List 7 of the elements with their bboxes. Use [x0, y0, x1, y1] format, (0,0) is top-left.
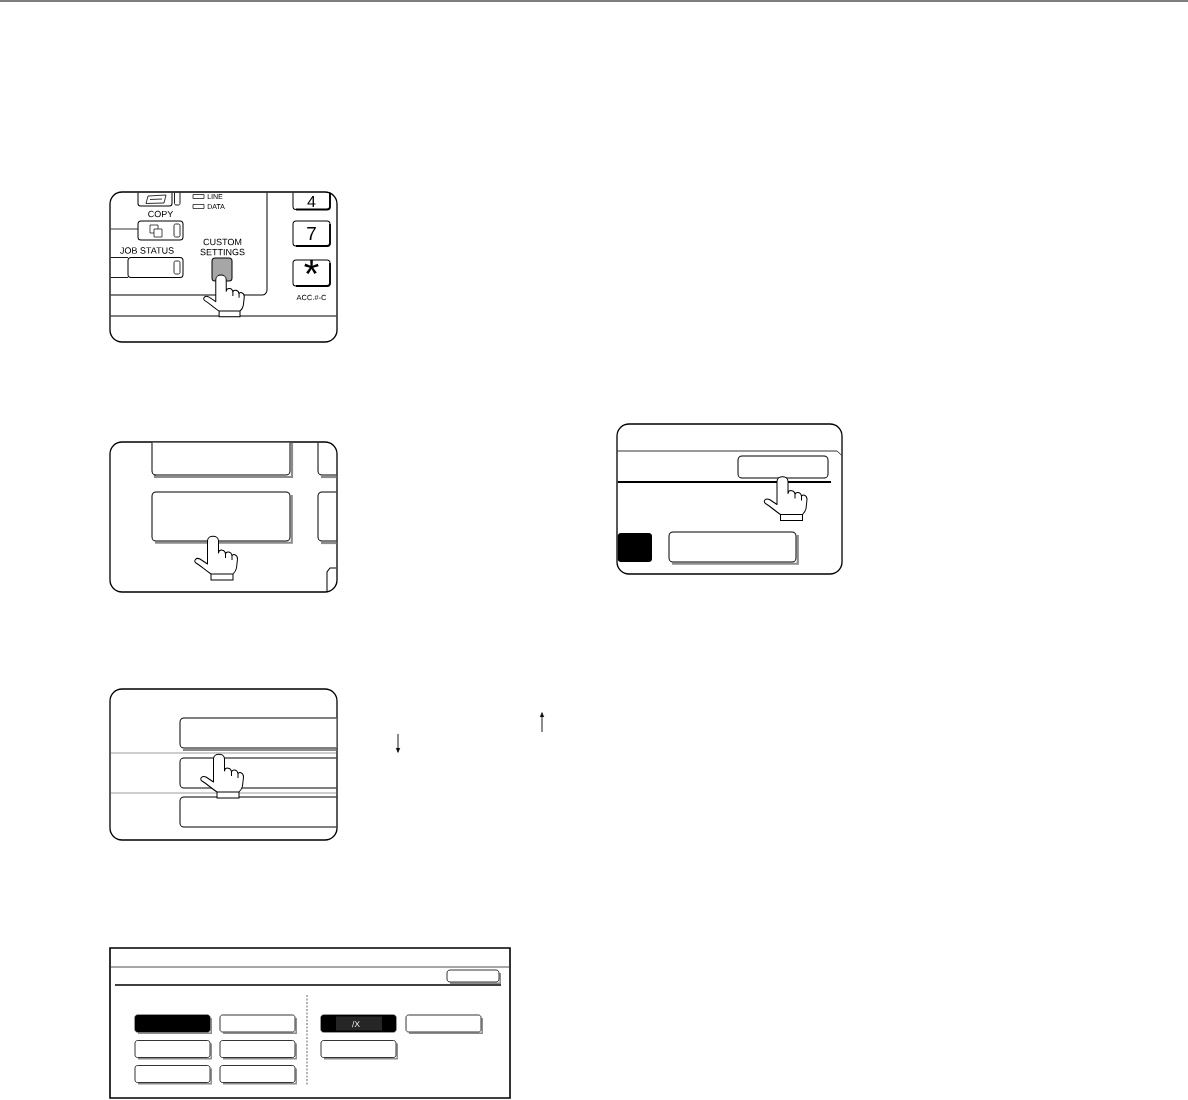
key-label: COPY [148, 210, 174, 218]
number-key: 7 [292, 220, 331, 247]
key-label: CUSTOM SETTINGS [200, 238, 245, 256]
symbol-key: * [292, 259, 331, 287]
number-key: 4 [292, 191, 331, 211]
key-label: JOB STATUS [120, 247, 174, 254]
selected-button: /X [320, 1014, 397, 1033]
